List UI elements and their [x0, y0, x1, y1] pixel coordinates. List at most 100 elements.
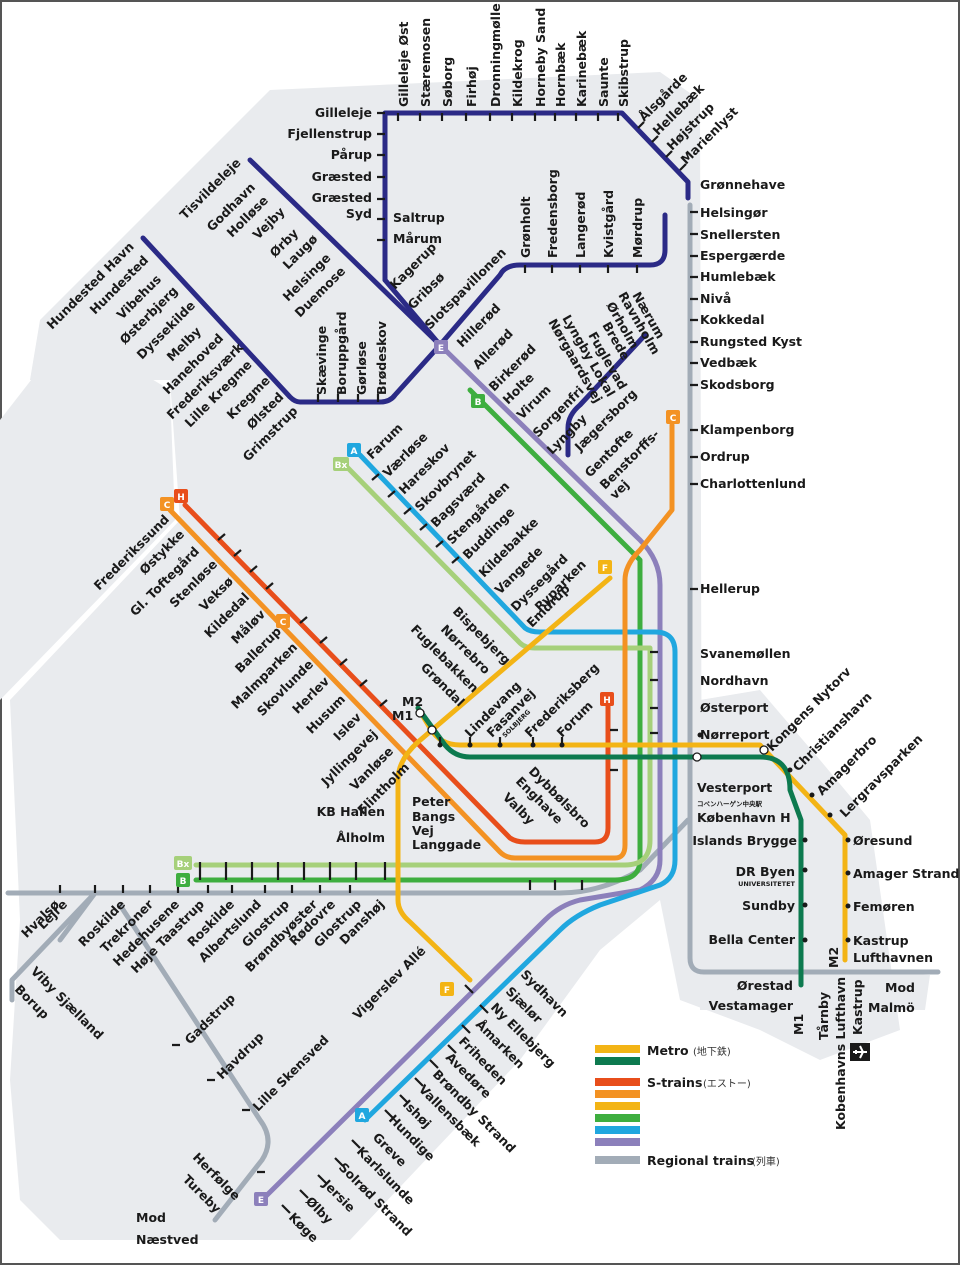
station-label: Mod [136, 1210, 166, 1225]
s-train-lines [167, 342, 678, 1203]
station-label: Ålholm [336, 830, 385, 845]
badge-h-top: H [174, 489, 188, 503]
station-label: Femøren [853, 899, 915, 914]
station-label: Nørreport [700, 727, 770, 742]
badge-c-top: C [666, 410, 680, 424]
station-label: Boruppgård [334, 311, 349, 395]
legend-s-swatch-b [595, 1114, 640, 1122]
labels-gribskov-west: Gilleleje Fjellenstrup Pårup Græsted Græ… [287, 105, 372, 221]
station-label: Øresund [853, 833, 912, 848]
land-areas [0, 72, 930, 1240]
station-label: Nivå [700, 291, 731, 306]
station-label: Helsingør [700, 205, 768, 220]
station-label: Syd [346, 206, 372, 221]
badge-f-bottom: F [440, 982, 454, 996]
badge-e-top: E [434, 340, 448, 354]
station-label: Charlottenlund [700, 476, 806, 491]
station-label: Sundby [742, 898, 795, 913]
station-label: Mørdrup [630, 198, 645, 258]
badge-h-mid: H [600, 692, 614, 706]
station-label: Amager Strand [853, 866, 960, 881]
station-label: København H [697, 810, 791, 825]
line-badges: C C H C Bx A B E F H Bx B F A E [160, 340, 680, 1206]
legend-metro-swatch-2 [595, 1057, 640, 1065]
station-label: Firhøj [464, 66, 479, 107]
line-badge-label: A [359, 1112, 366, 1122]
legend-s-swatch-f [595, 1102, 640, 1110]
line-badge-label: B [475, 398, 482, 408]
station-label: Bangs [412, 809, 455, 824]
station-label: Kvistgård [601, 190, 616, 258]
station-label: Pårup [331, 147, 372, 162]
line-badge-label: B [180, 877, 187, 887]
station-label: Kastrup [850, 979, 865, 1035]
station-label: Gilleleje Øst [396, 21, 411, 107]
line-badge-label: M2 [826, 947, 841, 968]
station-label: Skævinge [314, 326, 329, 395]
station-label: Stæremosen [418, 18, 433, 107]
station-label: Islands Brygge [692, 833, 797, 848]
station-label: Græsted [312, 169, 372, 184]
station-label: Skodsborg [700, 377, 775, 392]
line-badge-label: E [258, 1196, 264, 1206]
station-label: Vej [412, 823, 434, 838]
station-label: Humlebæk [700, 269, 776, 284]
station-label: Lufthavnen [853, 950, 933, 965]
legend: Metro (地下鉄) S-trains (エストー) Regional tra… [595, 1043, 780, 1168]
station-label: Fjellenstrup [287, 126, 372, 141]
labels-gribskov-vertical: Gilleleje Øst Stæremosen Søborg Firhøj D… [396, 3, 631, 107]
line-badge-label: H [603, 696, 611, 706]
station-label: Vedbæk [700, 355, 757, 370]
legend-s-trains-sub: (エストー) [703, 1079, 751, 1090]
line-badge-label: Bx [177, 860, 190, 870]
station-label: Malmö [868, 1000, 915, 1015]
station-label: Klampenborg [700, 422, 794, 437]
station-label: Vestamager [709, 998, 794, 1013]
station-label: コペンハーゲン中央駅 [697, 799, 763, 808]
line-badge-label: C [164, 501, 171, 511]
line-badge-label: Bx [335, 461, 348, 471]
station-label: Skibstrup [616, 39, 631, 107]
badge-c-left: C [160, 497, 174, 511]
station-label: Kobenhavns Lufthavn [833, 977, 848, 1130]
line-badge-label: C [670, 414, 677, 424]
line-badge-label: F [444, 986, 450, 996]
station-label: Langerød [573, 192, 588, 258]
labels-metro-m2: Øresund Amager Strand Femøren Kastrup Lu… [816, 833, 960, 1130]
badge-bx-left: Bx [174, 856, 192, 870]
station-label: Ørestad [737, 978, 793, 993]
station-label: Peter [412, 794, 451, 809]
legend-metro-label: Metro [647, 1043, 689, 1058]
legend-regional-sub: (列車) [752, 1155, 780, 1168]
station-label: Østerport [700, 700, 768, 715]
badge-b-left: B [176, 873, 190, 887]
station-label: Hellerup [700, 581, 760, 596]
station-label: Vesterport [697, 780, 772, 795]
line-badge-label: F [602, 564, 608, 574]
labels-metro-lines: M2 M1 M1 M2 [392, 694, 841, 1035]
badge-bx-top: Bx [333, 457, 349, 471]
station-label: Gilleleje [315, 105, 372, 120]
legend-s-swatch-c [595, 1090, 640, 1098]
station-label: Mod [885, 980, 915, 995]
station-label: Svanemøllen [700, 646, 791, 661]
station-label: Fredensborg [545, 169, 560, 258]
station-label: Snellersten [700, 227, 780, 242]
station-ticks [58, 111, 698, 1214]
badge-a-bottom: A [355, 1108, 369, 1122]
labels-metro-m1: Islands Brygge DR Byen UNIVERSITETET Sun… [692, 833, 797, 1013]
station-label: Tårnby [816, 992, 831, 1040]
badge-b-top: B [471, 394, 485, 408]
station-label: Saunte [596, 57, 611, 107]
legend-regional-label: Regional trains [647, 1153, 754, 1168]
line-badge-label: M1 [392, 708, 413, 723]
legend-s-swatch-h [595, 1078, 640, 1086]
station-label: Langgade [412, 837, 481, 852]
station-label: Gørløse [354, 341, 369, 395]
legend-s-trains-label: S-trains [647, 1075, 702, 1090]
line-badge-label: M2 [402, 694, 423, 709]
line-badge-label: E [438, 344, 444, 354]
badge-f-top: F [598, 560, 612, 574]
labels-kystbanen: Grønnehave Helsingør Snellersten Espergæ… [700, 177, 806, 596]
